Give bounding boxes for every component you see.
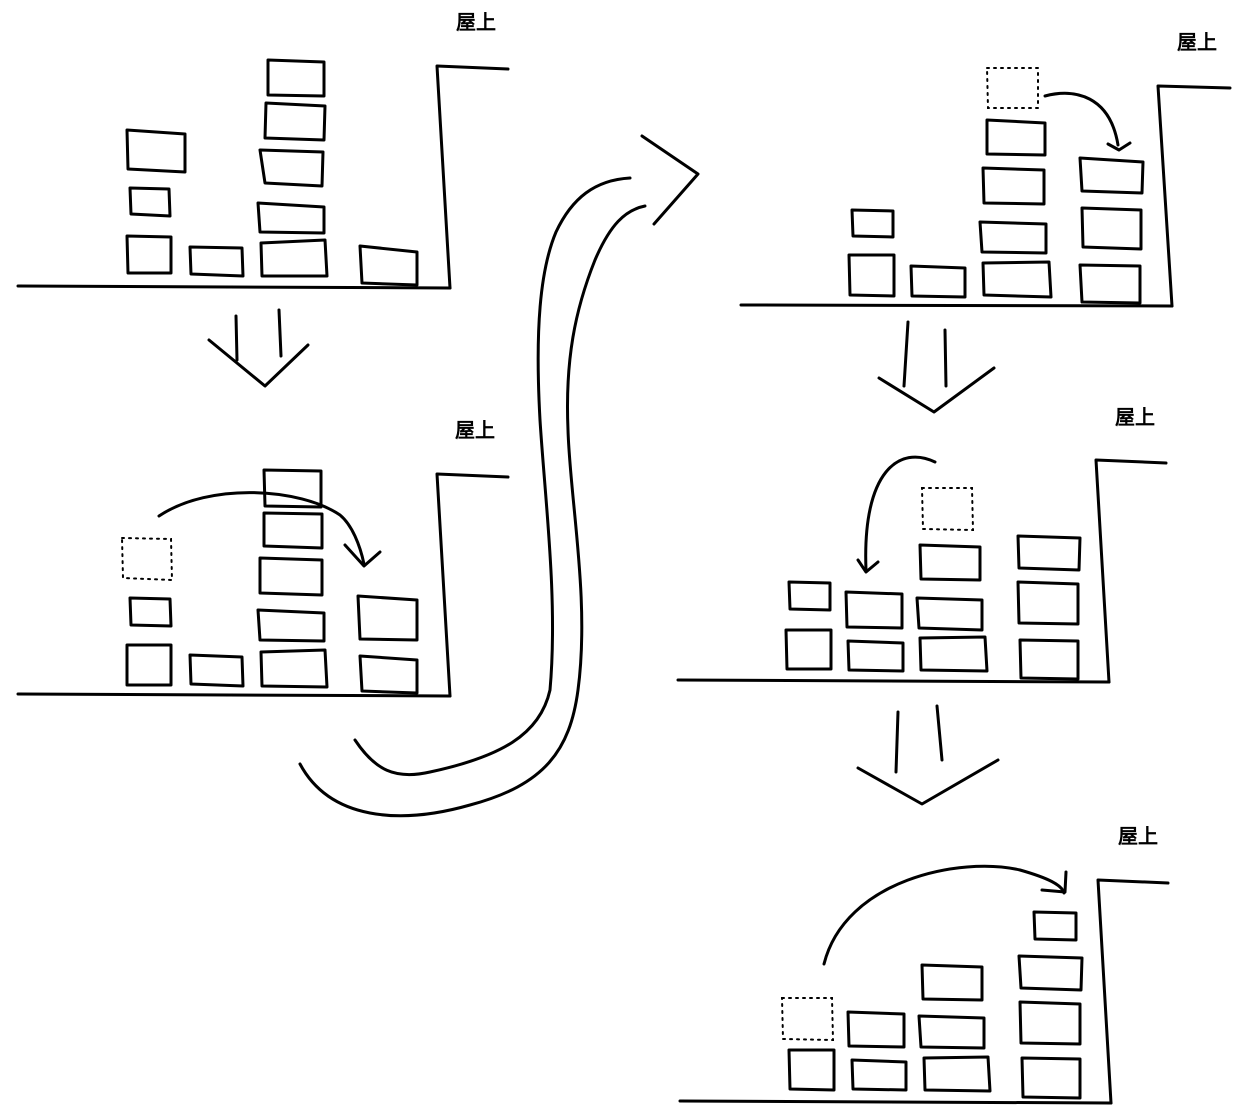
block [125, 128, 187, 174]
block [1078, 263, 1142, 305]
block [1032, 910, 1078, 942]
block [358, 244, 419, 287]
panel-2: 屋上 [16, 418, 510, 698]
block [918, 543, 982, 582]
panel-4: 屋上 [676, 405, 1168, 684]
block [259, 238, 329, 278]
block [787, 1048, 836, 1092]
panel-5: 屋上 [678, 824, 1170, 1105]
block [358, 654, 419, 695]
block [1016, 580, 1080, 626]
rooftop-label: 屋上 [1118, 824, 1158, 848]
ground-line [16, 284, 452, 290]
block [850, 1058, 908, 1092]
down-arrow-icon [856, 704, 1000, 806]
block [256, 201, 326, 235]
building-wall [1156, 84, 1232, 308]
block [188, 245, 245, 278]
block [784, 628, 833, 671]
block [263, 101, 327, 142]
block [844, 590, 904, 630]
block [256, 608, 326, 643]
block [787, 580, 832, 612]
block [920, 963, 984, 1002]
block [258, 556, 324, 597]
block [850, 208, 895, 239]
block [259, 648, 329, 689]
block [1018, 638, 1080, 681]
building-wall [435, 472, 510, 698]
block [128, 186, 172, 218]
block [847, 253, 896, 298]
ground-line [676, 678, 1111, 684]
block [128, 596, 173, 628]
building-wall [1094, 458, 1168, 684]
ground-line [678, 1099, 1113, 1105]
panel-1: 屋上 [16, 10, 510, 290]
block [1016, 534, 1082, 572]
block [1080, 206, 1143, 251]
move-arrow-icon [856, 455, 937, 574]
block [1078, 156, 1145, 195]
rooftop-label: 屋上 [1177, 30, 1217, 54]
block [258, 148, 325, 188]
removed-block [780, 997, 835, 1042]
block [915, 596, 984, 632]
block [1017, 954, 1084, 992]
block [356, 594, 419, 642]
block [1020, 1056, 1082, 1100]
rooftop-label: 屋上 [455, 418, 495, 442]
ground-line [16, 692, 452, 698]
curved-arrow-icon [298, 134, 700, 818]
down-arrow-icon [877, 320, 996, 414]
block [125, 643, 173, 687]
removed-block [985, 67, 1039, 109]
rooftop-label: 屋上 [1115, 405, 1155, 429]
building-wall [1096, 878, 1170, 1105]
removed-block [920, 487, 975, 532]
block [917, 1014, 986, 1050]
block [125, 234, 173, 275]
block [266, 58, 326, 98]
move-arrow-icon [157, 491, 382, 568]
block [1018, 1000, 1082, 1046]
removed-block [120, 536, 174, 582]
block [978, 220, 1048, 255]
move-arrow-icon [822, 864, 1068, 966]
rooftop-label: 屋上 [456, 10, 496, 34]
block [918, 635, 989, 673]
block [922, 1055, 992, 1093]
block [909, 264, 967, 299]
block [981, 166, 1046, 206]
block [981, 260, 1053, 299]
block [985, 118, 1047, 157]
block [188, 653, 245, 688]
building-wall [435, 64, 510, 290]
down-arrow-icon [207, 308, 310, 388]
block [262, 511, 324, 550]
block [846, 1010, 906, 1049]
move-arrow-icon [1043, 91, 1132, 152]
panel-3: 屋上 [739, 30, 1232, 308]
block [846, 639, 905, 673]
ground-line [739, 303, 1174, 308]
